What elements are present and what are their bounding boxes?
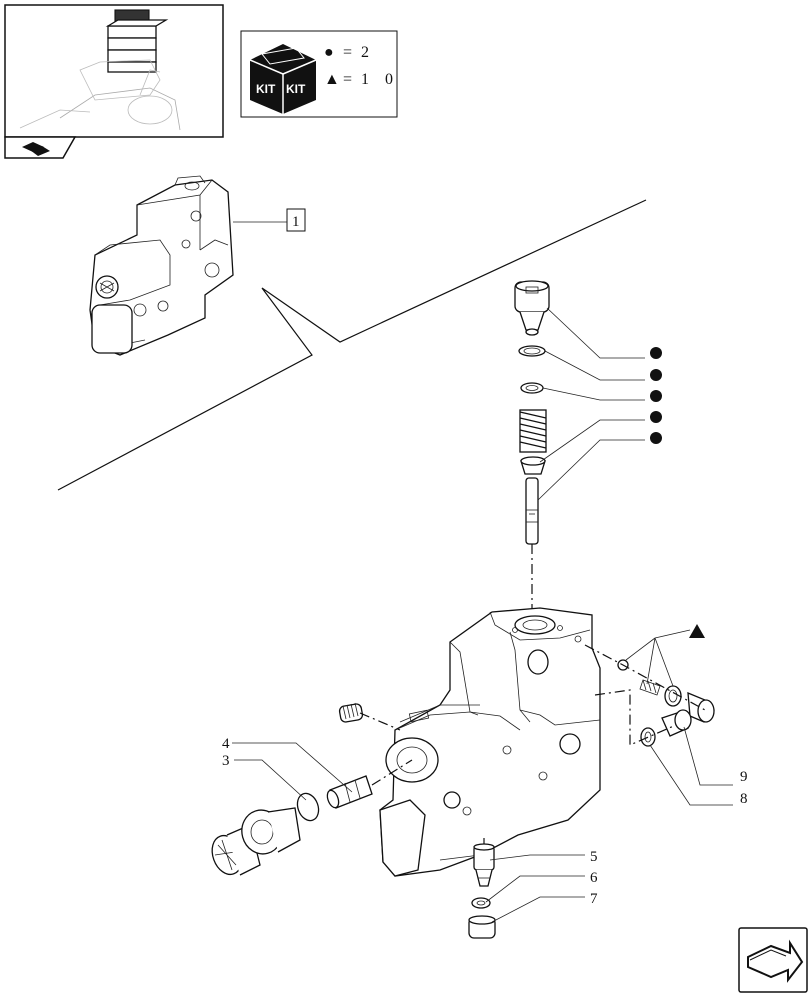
pressure-plug-assembly (211, 807, 301, 876)
washer-6 (471, 897, 491, 909)
spring-seat (520, 456, 546, 475)
set-screw (338, 702, 364, 723)
relief-sleeve (326, 775, 373, 809)
o-ring-upper (518, 345, 546, 357)
fitting-5 (473, 843, 495, 887)
right-side-parts (617, 659, 715, 747)
axis-left (371, 759, 413, 786)
kit-legend: KIT KIT ● = 2 ▲ = 1 0 (240, 30, 399, 118)
callout-8: 8 (740, 791, 748, 807)
section-break-line (57, 199, 647, 491)
next-page-button[interactable] (738, 927, 808, 993)
valve-plug (514, 280, 550, 336)
callout-3: 3 (222, 753, 230, 769)
triangle-marker (689, 624, 705, 638)
axis-right-upper (584, 644, 706, 711)
o-ring-left (296, 792, 320, 822)
dot-value: 2 (361, 44, 369, 61)
thumbnail-frame[interactable] (4, 4, 224, 138)
triangle-equals: = (343, 71, 352, 88)
spring (519, 409, 547, 453)
axis-setscrew (359, 712, 401, 731)
tractor-thumbnail (19, 9, 181, 131)
callout-5: 5 (590, 849, 598, 865)
kit-label-right: KIT (286, 82, 306, 96)
triangle-leaders (625, 629, 691, 687)
triangle-value: 1 0 (361, 71, 399, 88)
callout-9: 9 (740, 769, 748, 785)
callout-leaders (232, 726, 733, 923)
kit-label-left: KIT (256, 82, 276, 96)
washer (520, 382, 544, 394)
book-tab[interactable] (4, 136, 77, 159)
triangle-symbol: ▲ (324, 71, 340, 88)
kit-dot-leaders (537, 307, 645, 501)
assembly-ref-number: 1 (292, 214, 300, 230)
dot-equals: = (343, 44, 352, 61)
assembly-reference-drawing (89, 175, 234, 356)
assembly-ref-box (286, 208, 306, 232)
cap-7 (468, 915, 496, 939)
valve-body (379, 607, 601, 877)
axis-right-lower (594, 689, 677, 746)
callout-6: 6 (590, 870, 598, 886)
callout-4: 4 (222, 736, 230, 752)
kit-box-icon: KIT KIT (249, 44, 317, 114)
callout-7: 7 (590, 891, 598, 907)
valve-spool (525, 477, 539, 545)
book-icon (22, 142, 50, 156)
dot-symbol: ● (324, 44, 334, 61)
kit-dot-markers (650, 347, 662, 444)
next-page-arrow-icon (747, 939, 804, 983)
